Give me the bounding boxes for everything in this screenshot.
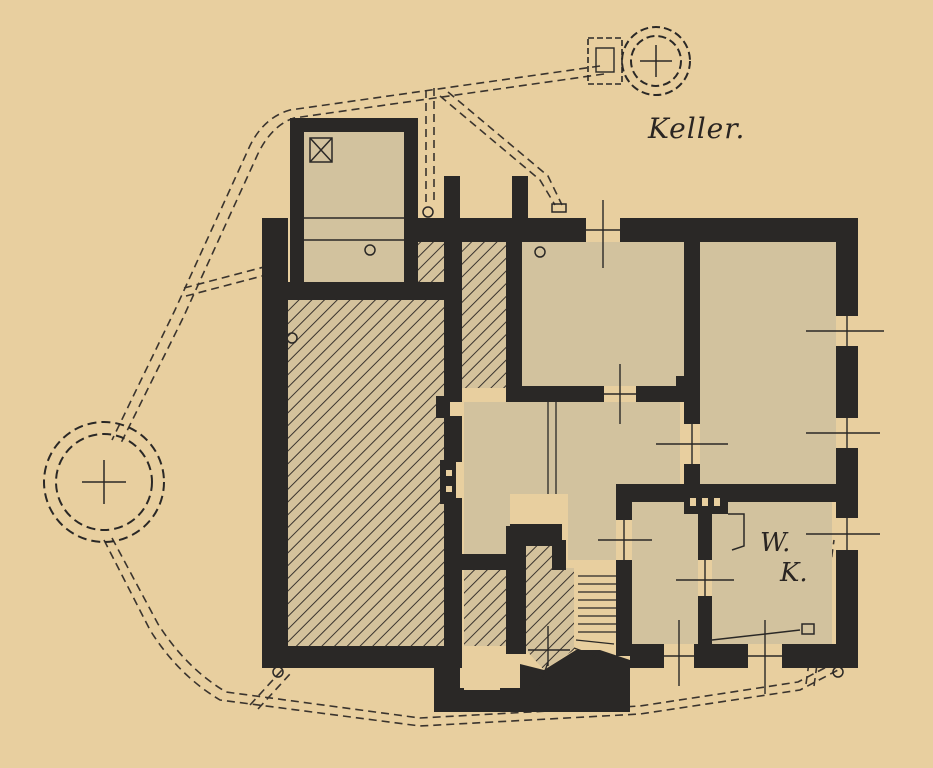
- room-label-line1: W.: [760, 528, 791, 558]
- walls: [262, 118, 858, 712]
- cistern-left: [43, 421, 165, 543]
- room-fills: [304, 132, 838, 644]
- room-label-line2: K.: [780, 558, 808, 588]
- window-crosses: [528, 200, 884, 694]
- tower-details: [272, 137, 844, 678]
- plan-title: Keller.: [648, 112, 746, 145]
- cistern-top: [587, 26, 691, 96]
- stair-treads: [539, 402, 616, 689]
- hatched-areas: [288, 240, 574, 670]
- wall-detail-dots: [446, 470, 720, 506]
